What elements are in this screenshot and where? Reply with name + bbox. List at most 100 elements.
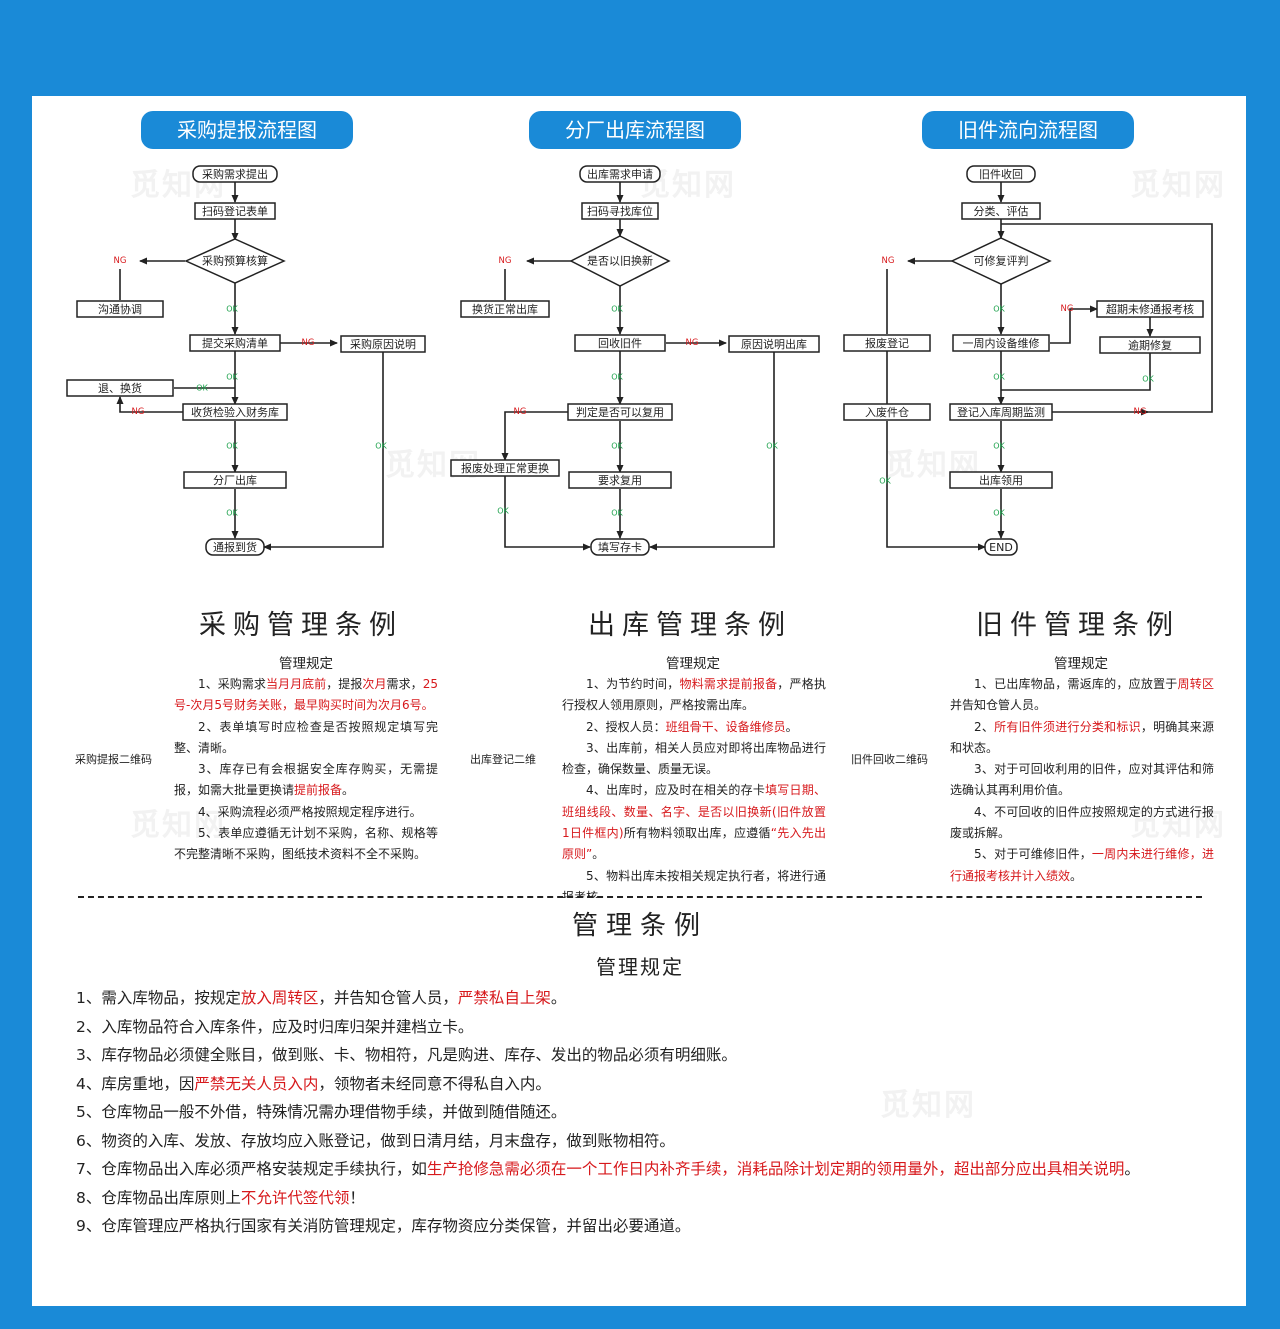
node-purchase-reason-label: 采购原因说明 [350, 337, 416, 351]
node-oldparts-overdue-fix-label: 逾期修复 [1128, 338, 1172, 352]
node-purchase-submit-label: 提交采购清单 [202, 336, 268, 350]
flow-title-outbound: 分厂出库流程图 [529, 111, 741, 149]
rule-text: 1、采购需求 [198, 677, 266, 691]
node-oldparts-warehouse [843, 403, 931, 421]
ok-label: OK [993, 442, 1005, 451]
node-oldparts-overdue-report [1096, 300, 1204, 318]
general-rule-item: 2、入库物品符合入库条件，应及时归库归架并建档立卡。 [76, 1013, 1216, 1042]
rule-item: 3、库存已有会根据安全库存购买，无需提报，如需大批量更换请提前报备。 [174, 759, 438, 802]
node-outbound-recycle-label: 回收旧件 [598, 336, 642, 350]
node-purchase-reason [340, 335, 426, 353]
rule-text: 2、入库物品符合入库条件，应及时归库归架并建档立卡。 [76, 1017, 474, 1036]
rule-item: 3、出库前，相关人员应对即将出库物品进行检查，确保数量、质量无误。 [562, 738, 826, 781]
highlight-text: 物料需求提前报备 [679, 677, 778, 691]
node-purchase-inspect-label: 收货检验入财务库 [191, 405, 279, 419]
node-purchase-dispatch-label: 分厂出库 [213, 473, 257, 487]
node-outbound-decision-label: 是否以旧换新 [587, 254, 653, 268]
highlight-text: 填写日期、班组线段、数量、名字、是否以旧换新(旧件放置1日件框内) [562, 783, 826, 841]
rule-item: 2、授权人员：班组骨干、设备维修员。 [562, 717, 826, 738]
rule-text: ，并告知仓管人员， [318, 989, 458, 1007]
node-outbound-recycle [574, 334, 666, 352]
flow-connector [649, 352, 775, 551]
rule-item: 5、表单应遵循无计划不采购，名称、规格等不完整清晰不采购，图纸技术资料不全不采购… [174, 823, 438, 866]
ok-label: OK [766, 442, 778, 451]
node-outbound-reuse [568, 471, 672, 489]
rule-text: 3、库存已有会根据安全库存购买，无需提报，如需大批量更换请 [174, 762, 438, 798]
section-title-oldparts: 旧件管理条例 [976, 610, 1180, 641]
ok-label: OK [1142, 375, 1154, 384]
node-outbound-card-label: 填写存卡 [598, 540, 642, 554]
rule-item: 3、对于可回收利用的旧件，应对其评估和筛选确认其再利用价值。 [950, 759, 1214, 802]
rule-text: ，领物者未经同意不得私自入内。 [318, 1074, 551, 1093]
rule-text: 4、库房重地，因 [76, 1074, 195, 1093]
node-purchase-start-label: 采购需求提出 [202, 167, 268, 181]
ng-label: NG [1061, 304, 1074, 314]
qr-label-oldparts: 旧件回收二维码 [851, 753, 928, 766]
rule-text: ，明确其来源和状态。 [950, 719, 1214, 755]
node-purchase-decision [184, 238, 286, 284]
watermark: 觅知网 [1130, 168, 1226, 203]
section-title-purchase: 采购管理条例 [199, 610, 403, 641]
general-rule-item: 4、库房重地，因严禁无关人员入内，领物者未经同意不得私自入内。 [76, 1070, 1216, 1099]
rule-item: 2、表单填写时应检查是否按照规定填写完整、清晰。 [174, 717, 438, 760]
rule-item: 4、采购流程必须严格按照规定程序进行。 [174, 802, 438, 823]
rule-text: 9、仓库管理应严格执行国家有关消防管理规定，库存物资应分类保管，并留出必要通道。 [76, 1217, 691, 1235]
rule-text: 2、 [974, 719, 995, 734]
rule-text: 6、物资的入库、发放、存放均应入账登记，做到日清月结，月末盘存，做到账物相符。 [76, 1131, 675, 1150]
ok-label: OK [226, 442, 238, 451]
rule-text: 5、对于可维修旧件， [974, 847, 1092, 862]
rule-item: 4、不可回收的旧件应按照规定的方式进行报废或拆解。 [950, 802, 1214, 845]
highlight-text: 提前报备 [294, 783, 343, 798]
rule-text: 。 [1124, 1160, 1140, 1178]
node-purchase-submit [189, 334, 281, 352]
flow-connector [1050, 305, 1098, 344]
node-outbound-scan-label: 扫码寻找库位 [587, 204, 653, 218]
rule-item: 4、出库时，应及时在相关的存卡填写日期、班组线段、数量、名字、是否以旧换新(旧件… [562, 780, 826, 865]
flow-connector [886, 421, 986, 551]
rule-text: 5、物料出库未按相关规定执行者，将进行通报考核。 [562, 868, 826, 898]
ng-label: NG [114, 256, 127, 266]
flow-title-purchase: 采购提报流程图 [141, 111, 353, 149]
ok-label: OK [879, 477, 891, 486]
section-subtitle: 管理规定 [279, 656, 333, 672]
highlight-text: 生产抢修急需必须在一个工作日内补齐手续，消耗品除计划定期的领用量外，超出部分应出… [426, 1160, 1125, 1178]
highlight-text: 次月 [362, 677, 387, 691]
node-oldparts-overdue-report-label: 超期未修通报考核 [1106, 302, 1194, 316]
node-purchase-notify-label: 通报到货 [213, 540, 257, 554]
general-subtitle: 管理规定 [596, 955, 684, 979]
qr-label-outbound: 出库登记二维 [470, 753, 536, 766]
node-oldparts-end [984, 538, 1018, 556]
general-rules-list: 1、需入库物品，按规定放入周转区，并告知仓管人员，严禁私自上架。2、入库物品符合… [76, 984, 1216, 1241]
highlight-text: 不允许代签代领 [240, 1188, 350, 1207]
rule-text: 。 [592, 847, 605, 862]
rule-item: 2、所有旧件须进行分类和标识，明确其来源和状态。 [950, 717, 1214, 760]
node-outbound-judge-label: 判定是否可以复用 [576, 405, 664, 419]
node-oldparts-scrap-register [843, 334, 931, 352]
rule-text: 需求， [386, 677, 423, 691]
node-oldparts-repair-label: 一周内设备维修 [963, 336, 1040, 350]
highlight-text: “先入先出原则” [562, 826, 826, 862]
node-purchase-negotiate [76, 300, 164, 318]
node-oldparts-scrap-register-label: 报废登记 [865, 336, 909, 350]
rules-outbound: 1、为节约时间，物料需求提前报备，严格执行授权人领用原则，严格按需出库。2、授权… [562, 674, 826, 898]
rule-text: ，提报 [326, 677, 363, 691]
rule-text: 1、为节约时间， [586, 677, 680, 691]
node-purchase-dispatch [183, 471, 287, 489]
flow-connector [1001, 353, 1151, 391]
rule-text: 7、仓库物品出入库必须严格安装规定手续执行，如 [76, 1160, 427, 1178]
general-rule-item: 9、仓库管理应严格执行国家有关消防管理规定，库存物资应分类保管，并留出必要通道。 [76, 1212, 1216, 1241]
rules-purchase: 1、采购需求当月月底前，提报次月需求，25号-次月5号财务关账，最早购买时间为次… [174, 674, 438, 898]
general-rule-item: 8、仓库物品出库原则上不允许代签代领！ [76, 1184, 1216, 1213]
node-purchase-notify [205, 538, 265, 556]
general-rule-item: 5、仓库物品一般不外借，特殊情况需办理借物手续，并做到随借随还。 [76, 1098, 1216, 1127]
rule-text: 5、仓库物品一般不外借，特殊情况需办理借物手续，并做到随借随还。 [76, 1103, 567, 1121]
ng-label: NG [499, 256, 512, 266]
section-subtitle: 管理规定 [666, 656, 720, 672]
ng-label: NG [514, 407, 527, 417]
rule-text: 4、采购流程必须严格按照规定程序进行。 [198, 804, 422, 819]
general-rule-item: 7、仓库物品出入库必须严格安装规定手续执行，如生产抢修急需必须在一个工作日内补齐… [76, 1155, 1216, 1184]
rules-oldparts: 1、已出库物品，需返库的，应放置于周转区并告知仓管人员。2、所有旧件须进行分类和… [950, 674, 1214, 898]
rule-item: 5、对于可维修旧件，一周内未进行维修，进行通报考核并计入绩效。 [950, 844, 1214, 887]
ok-label: OK [226, 509, 238, 518]
ok-label: OK [375, 442, 387, 451]
